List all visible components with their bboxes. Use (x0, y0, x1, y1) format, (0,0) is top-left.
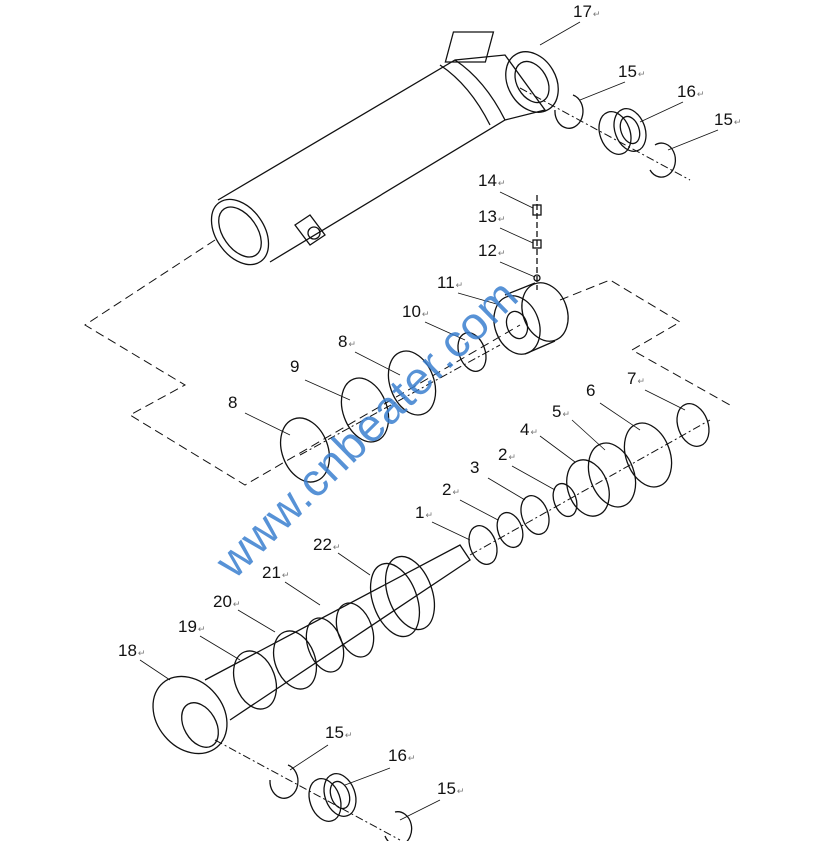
callout-11: 11↵ (437, 273, 464, 292)
callout-5: 5↵ (552, 402, 571, 421)
snap-ring-15-bottom-a (269, 764, 299, 799)
leader-lines (139, 21, 719, 821)
ring-8-lower (279, 417, 331, 483)
part-12 (533, 274, 541, 282)
callout-20: 20↵ (213, 592, 241, 611)
callout-8: 8↵ (338, 332, 357, 351)
callout-15: 15↵ (437, 779, 465, 798)
ring-6 (623, 422, 673, 488)
callout-15: 15↵ (618, 62, 646, 81)
callout-9: 9 (290, 357, 300, 376)
callout-12: 12↵ (478, 241, 506, 260)
callout-6: 6 (586, 381, 596, 400)
ring-10 (457, 332, 487, 372)
seal-3 (520, 495, 550, 535)
callout-13: 13↵ (478, 207, 506, 226)
bearing-16-bottom (308, 773, 357, 822)
ring-5 (587, 442, 637, 508)
callout-4: 4↵ (520, 420, 539, 439)
callout-18: 18↵ (118, 641, 146, 660)
assembly-boundary (84, 239, 731, 486)
ring-1 (468, 525, 498, 565)
bearing-16-top (598, 108, 647, 155)
part-14 (532, 204, 542, 216)
snap-ring-15-top-a (554, 94, 584, 129)
callout-2: 2↵ (442, 480, 461, 499)
callout-7: 7↵ (627, 369, 646, 388)
callout-2: 2↵ (498, 445, 517, 464)
snap-ring-15-top-b (649, 142, 677, 178)
part-13 (532, 239, 542, 249)
ring-9 (340, 377, 390, 443)
callout-1: 1↵ (415, 503, 434, 522)
callout-3: 3 (470, 458, 480, 477)
callout-14: 14↵ (478, 171, 506, 190)
ring-2a (552, 482, 578, 518)
callout-16: 16↵ (388, 746, 416, 765)
cylinder-barrel (210, 31, 559, 266)
wiper-20 (272, 630, 318, 690)
callout-17: 17↵ (573, 2, 601, 21)
ring-19 (232, 650, 278, 710)
callout-10: 10↵ (402, 302, 430, 321)
ring-2b (496, 511, 524, 549)
callout-8: 8 (228, 393, 238, 412)
callout-15: 15↵ (714, 110, 742, 129)
callout-19: 19↵ (178, 617, 206, 636)
snap-ring-15-bottom-b (384, 811, 413, 841)
ring-21 (305, 617, 345, 673)
ring-4 (566, 459, 610, 517)
piston-rod-18 (152, 544, 471, 755)
callout-16: 16↵ (677, 82, 705, 101)
gland-7 (676, 403, 710, 447)
ring-8-upper (387, 350, 437, 416)
piston-11 (493, 282, 569, 355)
callout-15: 15↵ (325, 723, 353, 742)
callout-21: 21↵ (262, 563, 290, 582)
callout-22: 22↵ (313, 535, 341, 554)
